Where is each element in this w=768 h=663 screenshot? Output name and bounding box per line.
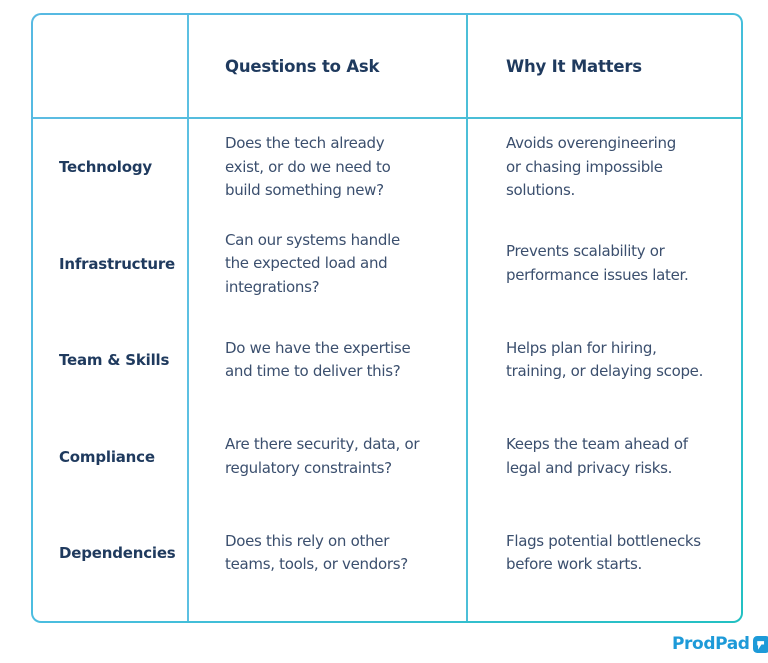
why-cell: Flags potential bottlenecks before work … bbox=[506, 505, 736, 602]
row-label: Technology bbox=[59, 119, 187, 216]
column-header-questions: Questions to Ask bbox=[225, 56, 380, 76]
question-text: Does the tech already exist, or do we ne… bbox=[225, 134, 391, 199]
table-body: Technology Does the tech already exist, … bbox=[33, 119, 741, 621]
column-divider bbox=[187, 15, 189, 621]
prodpad-logo: ProdPad bbox=[672, 634, 768, 654]
column-header-why: Why It Matters bbox=[506, 56, 642, 76]
column-divider bbox=[466, 15, 468, 621]
why-text: Keeps the team ahead of legal and privac… bbox=[506, 435, 688, 477]
row-label-text: Technology bbox=[59, 158, 152, 177]
row-label-text: Compliance bbox=[59, 447, 155, 466]
row-label-text: Team & Skills bbox=[59, 351, 170, 370]
table-row: Compliance Are there security, data, or … bbox=[33, 409, 741, 506]
table-row: Dependencies Does this rely on other tea… bbox=[33, 505, 741, 602]
row-label-text: Infrastructure bbox=[59, 254, 175, 273]
logo-text: ProdPad bbox=[672, 634, 750, 654]
prodpad-arrow-icon bbox=[752, 635, 768, 653]
why-cell: Keeps the team ahead of legal and privac… bbox=[506, 409, 736, 506]
question-cell: Do we have the expertise and time to del… bbox=[225, 312, 455, 409]
why-cell: Prevents scalability or performance issu… bbox=[506, 216, 736, 313]
header-divider bbox=[33, 117, 741, 119]
why-text: Helps plan for hiring, training, or dela… bbox=[506, 338, 704, 381]
row-label: Dependencies bbox=[59, 505, 187, 602]
table-card: Questions to Ask Why It Matters Technolo… bbox=[31, 13, 743, 623]
question-cell: Are there security, data, or regulatory … bbox=[225, 409, 455, 506]
row-label: Team & Skills bbox=[59, 312, 187, 409]
row-label: Infrastructure bbox=[59, 216, 187, 313]
row-label: Compliance bbox=[59, 409, 187, 506]
why-text: Avoids overengineering or chasing imposs… bbox=[506, 134, 676, 199]
question-cell: Does the tech already exist, or do we ne… bbox=[225, 119, 455, 216]
comparison-table: Questions to Ask Why It Matters Technolo… bbox=[33, 15, 741, 621]
table-row: Team & Skills Do we have the expertise a… bbox=[33, 312, 741, 409]
why-cell: Avoids overengineering or chasing imposs… bbox=[506, 119, 736, 216]
question-cell: Does this rely on other teams, tools, or… bbox=[225, 505, 455, 602]
question-text: Can our systems handle the expected load… bbox=[225, 230, 400, 296]
question-text: Are there security, data, or regulatory … bbox=[225, 435, 420, 477]
question-text: Does this rely on other teams, tools, or… bbox=[225, 531, 408, 574]
why-text: Prevents scalability or performance issu… bbox=[506, 242, 689, 284]
why-cell: Helps plan for hiring, training, or dela… bbox=[506, 312, 736, 409]
question-text: Do we have the expertise and time to del… bbox=[225, 338, 411, 381]
question-cell: Can our systems handle the expected load… bbox=[225, 216, 455, 313]
why-text: Flags potential bottlenecks before work … bbox=[506, 531, 701, 574]
row-label-text: Dependencies bbox=[59, 544, 176, 563]
table-row: Technology Does the tech already exist, … bbox=[33, 119, 741, 216]
table-row: Infrastructure Can our systems handle th… bbox=[33, 216, 741, 313]
